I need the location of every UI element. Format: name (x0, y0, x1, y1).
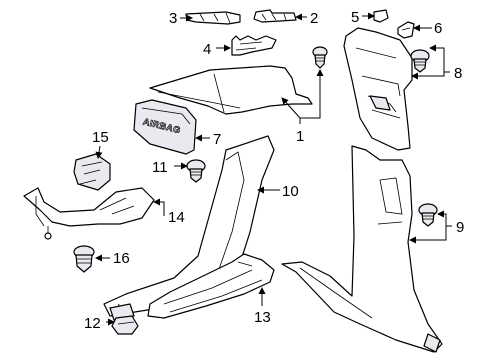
part-9-lower-pillar-trim (281, 145, 443, 353)
part-14-bracket (23, 187, 155, 240)
callout-11: 11 (152, 159, 168, 176)
callout-2: 2 (310, 10, 318, 27)
callout-8: 8 (454, 65, 462, 82)
leader-15 (95, 145, 103, 159)
part-1-upper-trim (149, 65, 313, 115)
part-3-retainer (185, 11, 241, 25)
part-11-fastener (186, 159, 206, 183)
part-1-fastener (312, 46, 328, 69)
callout-3: 3 (169, 10, 177, 27)
leader-9a (437, 210, 452, 227)
part-4-bracket (231, 35, 277, 56)
callout-12: 12 (84, 315, 101, 332)
part-13-sill-plate (147, 253, 275, 319)
callout-7: 7 (213, 131, 221, 148)
leader-9b (409, 226, 447, 244)
leader-8b (411, 72, 445, 80)
callout-5: 5 (351, 9, 359, 26)
callout-9: 9 (456, 219, 464, 236)
part-12-clip (111, 315, 139, 335)
part-16-fastener (73, 245, 95, 273)
callout-16: 16 (113, 250, 130, 267)
leader-14 (153, 198, 165, 216)
part-5-clip (373, 9, 389, 23)
leader-lines (95, 12, 452, 326)
callout-15: 15 (92, 129, 109, 146)
callout-1: 1 (296, 128, 304, 145)
callout-labels: 3 2 4 5 6 1 7 8 15 11 10 14 9 16 13 12 (84, 9, 464, 332)
part-2-clip (253, 9, 297, 23)
part-9-fastener (418, 203, 438, 227)
leader-1b (300, 69, 324, 119)
callout-4: 4 (203, 41, 211, 58)
part-6-connector (397, 21, 415, 39)
part-8-upper-pillar-trim (343, 27, 413, 151)
part-7-airbag-cover: AIRBAG (133, 99, 197, 155)
part-8-fastener (410, 49, 430, 73)
part-15-bracket (73, 153, 111, 191)
leader-8a (429, 44, 450, 73)
callout-13: 13 (254, 309, 271, 326)
callout-10: 10 (282, 183, 299, 200)
callout-14: 14 (168, 209, 185, 226)
callout-6: 6 (434, 20, 442, 37)
